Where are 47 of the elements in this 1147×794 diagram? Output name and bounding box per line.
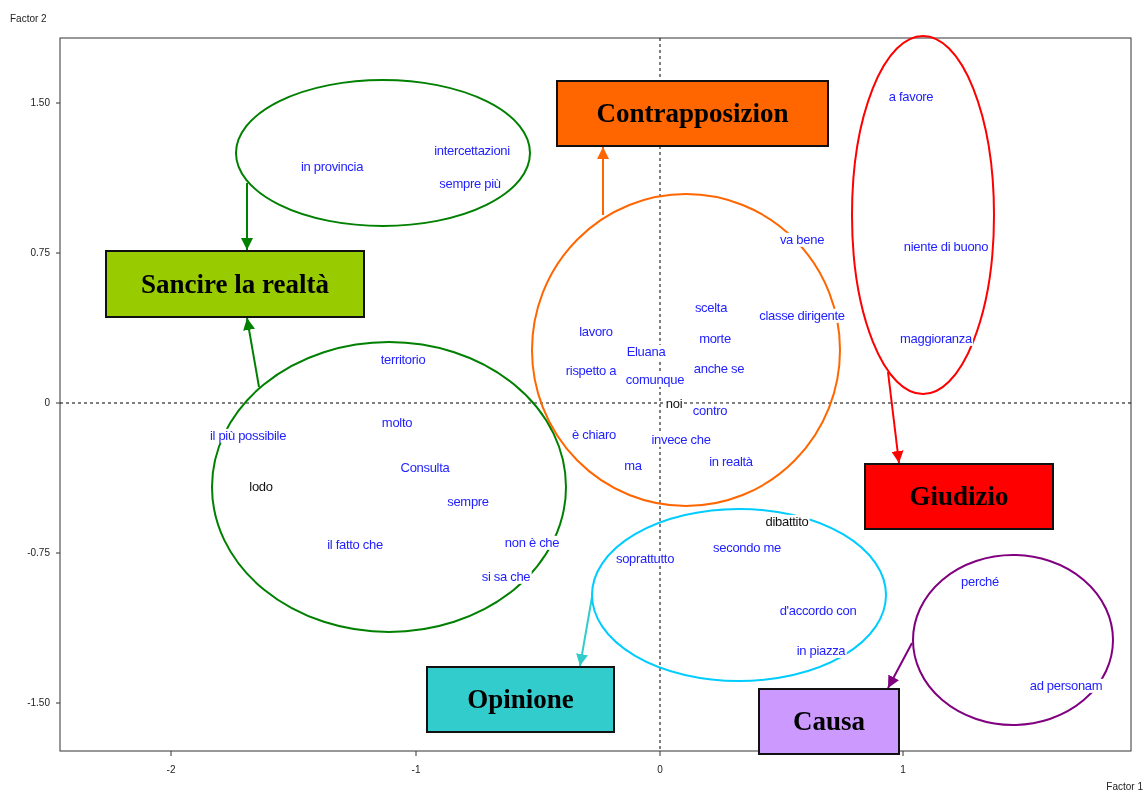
axis-label: -1: [411, 765, 421, 775]
word-label: comunque: [624, 372, 686, 388]
cluster-ellipse: [211, 341, 567, 633]
word-label: ad personam: [1028, 678, 1104, 694]
arrow: [597, 146, 609, 216]
axis-label: 0: [44, 398, 50, 408]
category-box: [864, 463, 1054, 530]
axis-label: 1.50: [30, 98, 50, 108]
arrow: [241, 182, 253, 251]
arrow: [243, 317, 260, 388]
cluster-ellipse: [912, 554, 1114, 726]
word-label: rispetto a: [564, 363, 618, 379]
axis-label: 0.75: [30, 248, 50, 258]
cluster-ellipse: [591, 508, 887, 682]
word-label: classe dirigente: [758, 308, 846, 324]
box-title: Causa: [793, 706, 865, 737]
word-label: perché: [960, 574, 1000, 590]
cluster-ellipse: [851, 35, 995, 395]
word-label: Eluana: [625, 344, 667, 360]
cluster-ellipse: [235, 79, 531, 227]
axis-label: 0: [657, 765, 663, 775]
word-label: il più possibile: [208, 428, 288, 444]
box-title: Giudizio: [909, 481, 1009, 512]
axis-label: -0.75: [27, 548, 50, 558]
category-box: [105, 250, 365, 318]
box-title: Opinione: [467, 684, 574, 715]
category-box: [758, 688, 900, 755]
axis-label: Factor 2: [10, 14, 47, 24]
axis-label: 1: [900, 765, 906, 775]
arrow: [887, 371, 904, 464]
word-label: soprattutto: [614, 551, 676, 567]
word-label: maggioranza: [899, 331, 973, 347]
word-label: in piazza: [795, 643, 847, 659]
axis-label: -2: [166, 765, 176, 775]
category-box: [426, 666, 615, 733]
word-label: si sa che: [480, 569, 532, 585]
box-title: Sancire la realtà: [141, 268, 329, 300]
word-label: sempre più: [438, 176, 502, 192]
category-box: [556, 80, 829, 147]
word-label: invece che: [650, 432, 712, 448]
box-title: Contrapposizion: [596, 98, 789, 129]
axis-label: Factor 1: [1106, 782, 1143, 792]
axis-label: -1.50: [27, 698, 50, 708]
arrow: [887, 642, 913, 689]
word-label: va bene: [778, 232, 826, 248]
word-label: in provincia: [299, 159, 365, 175]
word-label: non è che: [503, 535, 561, 551]
